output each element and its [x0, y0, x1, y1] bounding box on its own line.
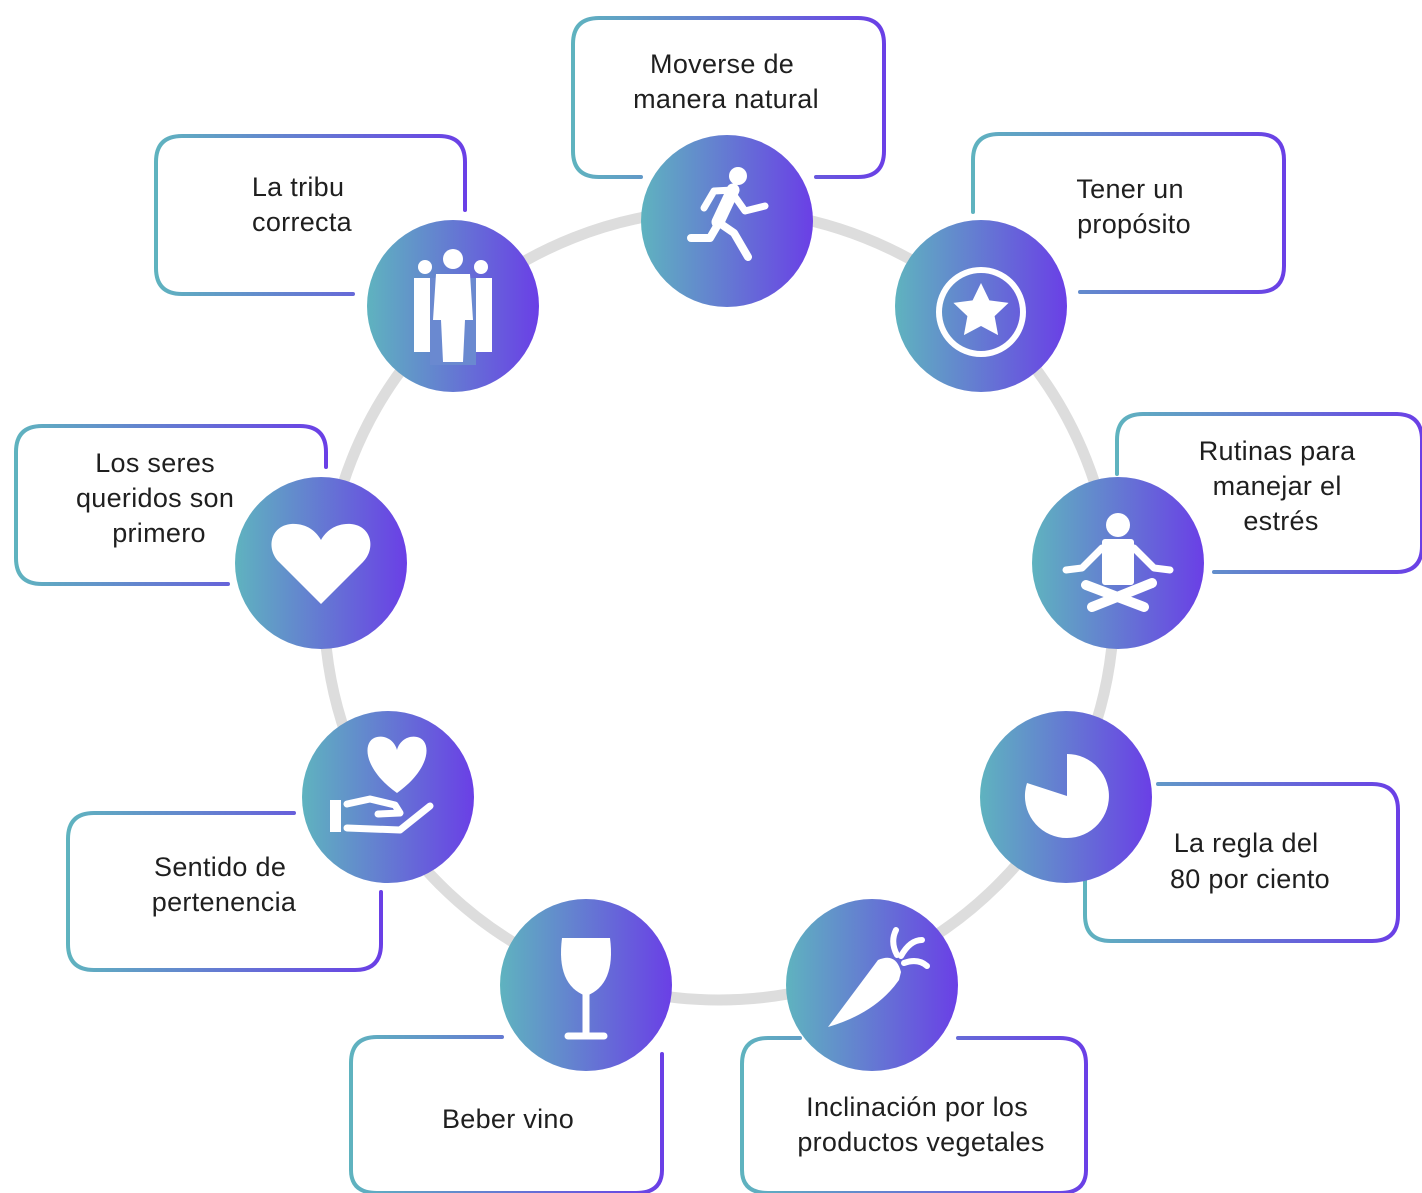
label-text: La regla del 80 por ciento — [1170, 828, 1330, 894]
meditation-icon — [1062, 513, 1174, 612]
label-text: Sentido de pertenencia — [152, 852, 297, 917]
label-box — [154, 134, 467, 296]
icon-circle — [302, 711, 474, 883]
label-box — [1115, 412, 1422, 574]
item-vegetales: Inclinación por los productos vegetales — [740, 899, 1088, 1193]
heart-icon — [271, 523, 371, 604]
item-rutinas: Rutinas para manejar el estrés — [1032, 412, 1422, 649]
label-box — [1083, 782, 1400, 943]
item-moverse: Moverse de manera natural — [571, 16, 886, 307]
label-box — [571, 16, 886, 179]
item-proposito: Tener un propósito — [895, 132, 1286, 392]
running-person-icon — [687, 167, 769, 261]
label-text: Beber vino — [442, 1104, 574, 1134]
label-box — [740, 1036, 1088, 1193]
pie-eighty-percent-icon — [1024, 754, 1109, 838]
carrot-icon — [828, 927, 930, 1027]
label-text: La tribu correcta — [252, 172, 353, 237]
label-text: Rutinas para manejar el estrés — [1199, 436, 1364, 536]
label-box — [971, 132, 1286, 294]
item-pertenencia: Sentido de pertenencia — [66, 711, 474, 972]
label-text: Inclinación por los productos vegetales — [797, 1092, 1044, 1157]
label-text: Moverse de manera natural — [633, 49, 819, 114]
heart-in-hand-icon — [330, 736, 434, 834]
star-badge-icon — [936, 267, 1026, 357]
group-of-people-icon — [414, 249, 492, 365]
label-text: Los seres queridos son primero — [76, 448, 242, 548]
label-box — [349, 1035, 664, 1193]
label-text: Tener un propósito — [1076, 174, 1191, 239]
label-box — [66, 811, 383, 972]
item-vino: Beber vino — [349, 899, 672, 1193]
item-regla80: La regla del 80 por ciento — [980, 711, 1400, 943]
item-seres: Los seres queridos son primero — [14, 424, 407, 649]
label-box — [14, 424, 328, 586]
icon-circle — [641, 135, 813, 307]
wine-glass-icon — [561, 938, 611, 1040]
item-tribu: La tribu correcta — [154, 134, 539, 392]
